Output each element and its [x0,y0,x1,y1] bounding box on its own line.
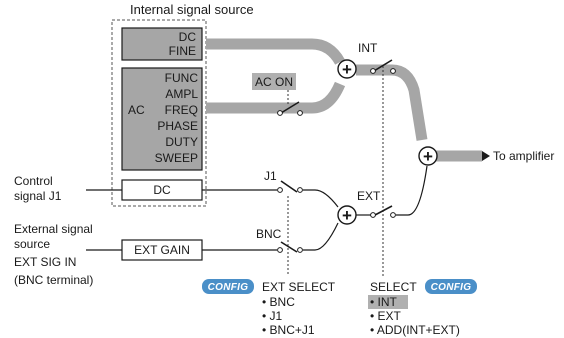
dc-fine-label-1: DC [179,30,197,44]
ac-item-freq: FREQ [165,103,198,117]
ext-label: EXT [357,189,381,203]
bnc-to-ext-sum-line [303,222,339,251]
int-switch-terminal-2 [390,68,396,74]
ac-item-duty: DUTY [165,135,198,149]
ac-on-label-bg [252,73,296,90]
control-signal-label-2: signal J1 [14,189,62,203]
internal-source-title: Internal signal source [130,2,254,17]
bnc-switch-terminal-1 [277,247,283,253]
ac-on-switch-terminal-1 [277,110,283,116]
dc-fine-box [121,27,203,61]
ext-select-title: EXT SELECT [262,280,336,294]
internal-sum-junction [337,59,357,79]
config-badge-ext-label: CONFIG [208,282,249,293]
ext-switch-terminal-2 [390,212,396,218]
to-amplifier-arrow [482,151,490,161]
select-title: SELECT [370,280,417,294]
select-int-highlight [368,295,408,309]
external-signal-label-3: EXT SIG IN [14,255,76,269]
dc-input-label: DC [153,183,171,197]
ext-select-option-j1: • J1 [262,309,283,323]
output-sum-plus: + [423,147,433,166]
output-sum-junction [418,146,438,166]
config-badge-ext [202,279,254,294]
bnc-switch-terminal-2 [297,247,303,253]
dc-fine-label-2: FINE [169,44,196,58]
j1-to-ext-sum-line [303,189,339,208]
ac-on-switch-terminal-2 [297,110,303,116]
to-amplifier-label: To amplifier [493,149,554,163]
ac-item-func: FUNC [165,71,199,85]
int-path [356,64,428,141]
ac-label: AC [128,103,145,117]
j1-label: J1 [264,169,277,183]
bnc-switch-blade [280,241,298,253]
ac-function-box [121,67,203,171]
ext-switch-blade [374,205,393,216]
ac-on-label: AC ON [255,75,293,89]
ac-path [206,81,346,114]
int-label: INT [358,41,378,55]
ext-select-option-bnc: • BNC [262,295,295,309]
ac-item-phase: PHASE [157,119,198,133]
bnc-label: BNC [256,227,282,241]
internal-sum-plus: + [342,60,352,79]
select-option-int: • INT [370,295,398,309]
external-signal-label-2: source [14,237,50,251]
config-badge-select [425,279,477,294]
external-sum-plus: + [342,206,352,225]
select-option-ext: • EXT [370,309,402,323]
select-option-add: • ADD(INT+EXT) [370,323,460,337]
external-signal-label-4: (BNC terminal) [14,273,93,287]
int-switch-blade [373,59,393,72]
int-switch-terminal-1 [370,68,376,74]
dc-fine-path [206,38,345,65]
ext-switch-terminal-1 [370,212,376,218]
external-signal-label-1: External signal [14,222,93,236]
j1-switch-terminal-2 [297,187,303,193]
ext-gain-label: EXT GAIN [134,243,190,257]
j1-switch-terminal-1 [277,187,283,193]
control-signal-label-1: Control [14,174,53,188]
ext-select-option-bnc-j1: • BNC+J1 [262,323,315,337]
ext-to-output-sum-line [396,165,428,216]
ac-item-ampl: AMPL [165,87,198,101]
config-badge-select-label: CONFIG [431,282,472,293]
j1-switch-blade [280,180,298,193]
ac-on-switch-blade [280,101,300,114]
ac-item-sweep: SWEEP [155,151,198,165]
